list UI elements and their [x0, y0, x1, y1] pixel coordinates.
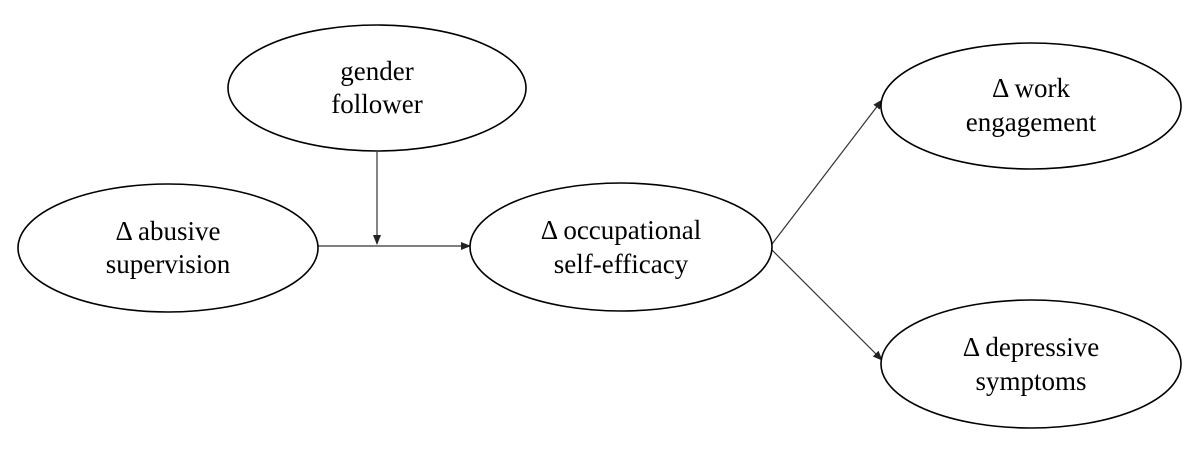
edge-efficacy-to-depressive	[771, 249, 883, 361]
node-gender-follower-shape	[227, 24, 527, 152]
node-work-engagement-line2: engagement	[966, 107, 1097, 137]
node-occupational-self-efficacy-shape	[469, 182, 773, 312]
node-abusive-supervision-shape	[17, 183, 319, 313]
node-gender-follower: gender follower	[227, 24, 527, 152]
node-occupational-self-efficacy-line1: Δ occupational	[541, 215, 702, 245]
node-occupational-self-efficacy: Δ occupational self-efficacy	[469, 182, 773, 312]
node-work-engagement: Δ work engagement	[880, 42, 1182, 170]
node-gender-follower-line2: follower	[331, 89, 422, 119]
node-occupational-self-efficacy-line2: self-efficacy	[554, 249, 689, 279]
node-depressive-symptoms-shape	[880, 299, 1182, 429]
node-work-engagement-shape	[880, 42, 1182, 170]
node-abusive-supervision: Δ abusive supervision	[17, 183, 319, 313]
node-depressive-symptoms-line1: Δ depressive	[963, 332, 1100, 362]
node-depressive-symptoms-line2: symptoms	[975, 366, 1086, 396]
node-work-engagement-line1: Δ work	[992, 73, 1071, 103]
node-abusive-supervision-line2: supervision	[106, 249, 231, 279]
edge-efficacy-to-engagement	[771, 99, 883, 245]
node-depressive-symptoms: Δ depressive symptoms	[880, 299, 1182, 429]
node-gender-follower-line1: gender	[340, 56, 413, 86]
node-abusive-supervision-line1: Δ abusive	[115, 216, 220, 246]
